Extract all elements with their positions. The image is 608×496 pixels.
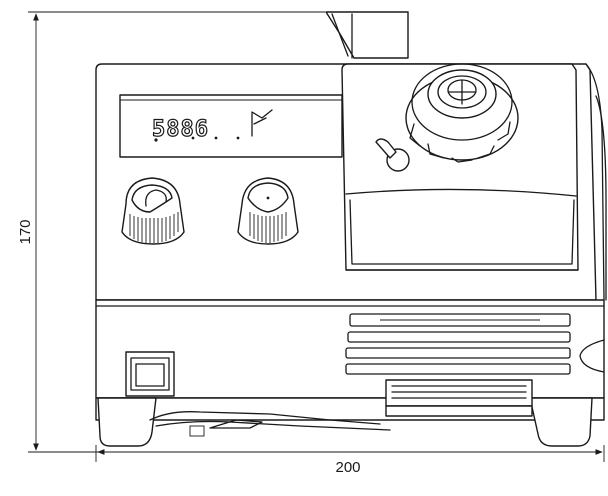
temperature-knob[interactable] [121, 177, 185, 245]
adjustment-knob[interactable] [237, 177, 299, 245]
display-readout: 5886 [152, 117, 209, 142]
iron-holder-icon[interactable] [405, 63, 519, 163]
front-connector [385, 379, 533, 417]
height-dimension-label: 170 [17, 219, 34, 244]
vent-grille [345, 313, 571, 375]
height-dimension: 170 [17, 11, 325, 453]
power-switch-icon[interactable] [125, 351, 175, 397]
station-feet [97, 397, 593, 447]
panel-toggle[interactable] [375, 138, 410, 172]
width-dimension: 200 [95, 445, 605, 476]
iron-symbol-icon [251, 109, 273, 137]
holder-panel [341, 63, 579, 271]
width-dimension-label: 200 [335, 459, 360, 476]
iron-holder-stand [325, 11, 409, 59]
digital-display: 5886 [119, 94, 343, 158]
